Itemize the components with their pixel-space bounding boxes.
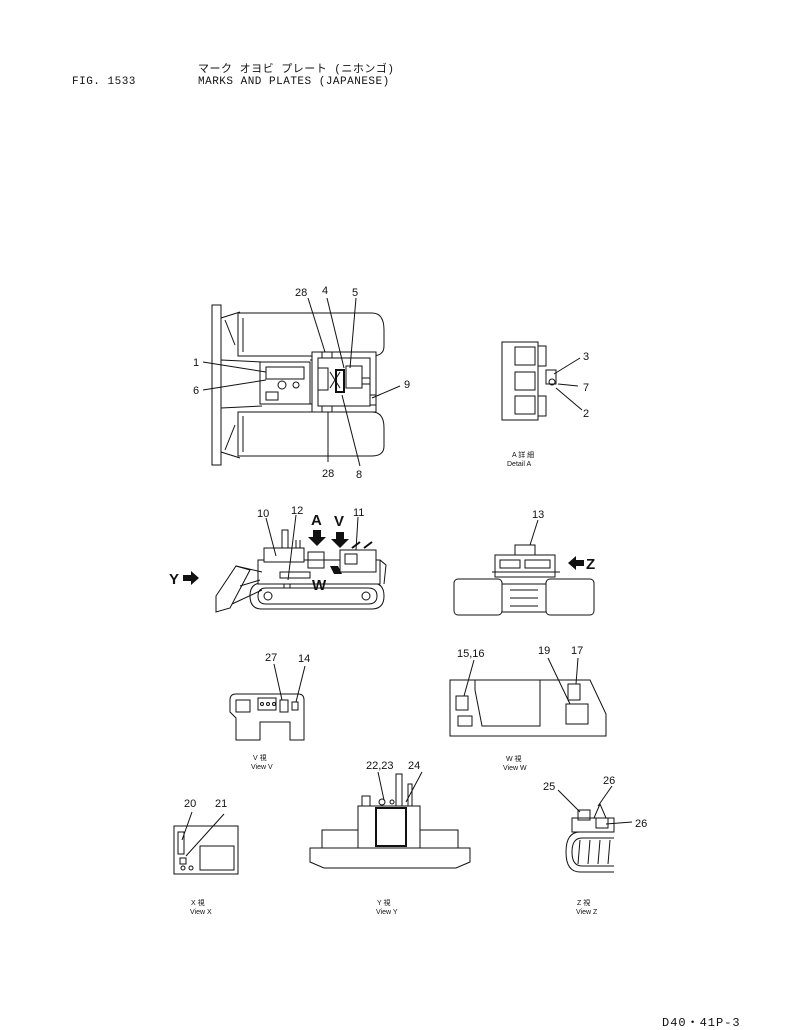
view-letter-a: A: [311, 512, 322, 529]
callout-20: 21: [215, 798, 227, 810]
side-view-leaders: [265, 514, 359, 581]
rear-view-drawing: [453, 519, 595, 616]
callout-13: 13: [532, 509, 544, 521]
view-arrows: [183, 530, 584, 585]
callout-4: 4: [322, 285, 328, 297]
callout-8: 8: [356, 469, 362, 481]
callout-19: 20: [184, 798, 196, 810]
detail-a-drawing: [501, 341, 583, 421]
callout-5: 5: [352, 287, 358, 299]
view-z-drawing: [557, 785, 633, 873]
view-v-arrow-icon: [331, 532, 349, 548]
side-view-drawing: [215, 529, 387, 613]
caption-view-y-en: View Y: [376, 909, 398, 916]
top-view-drawing: [211, 304, 385, 466]
callout-12: 12: [291, 505, 303, 517]
callout-18: 19: [538, 645, 550, 657]
view-w-arrow-icon: [330, 566, 342, 574]
view-x-drawing: [173, 811, 239, 875]
callout-14: 14: [298, 653, 310, 665]
view-z-arrow-icon: [568, 556, 584, 570]
view-a-arrow-icon: [308, 530, 326, 546]
view-y-arrow-icon: [183, 571, 199, 585]
callout-24: 26: [603, 775, 615, 787]
caption-view-w-jp: W 視: [506, 754, 522, 763]
caption-view-z-jp: Z 視: [577, 898, 590, 907]
view-letter-w: W: [312, 577, 327, 594]
caption-view-x-en: View X: [190, 909, 212, 916]
view-y-drawing: [309, 771, 471, 869]
caption-detail-a-jp: A 詳 細: [512, 450, 534, 459]
top-view-leaders: [202, 297, 401, 467]
caption-view-w-en: View W: [503, 765, 527, 772]
figure-number: FIG. 1533: [72, 76, 136, 88]
page-number: D40・41P-3: [662, 1016, 741, 1030]
caption-view-z-en: View Z: [576, 909, 598, 916]
caption-view-v-en: View V: [251, 764, 273, 771]
callout-25: 25: [543, 781, 555, 793]
callout-26: 26: [635, 818, 647, 830]
callout-9: 9: [404, 379, 410, 391]
callout-21: 22,23: [366, 760, 394, 772]
callout-2: 2: [583, 408, 589, 420]
callout-27: 27: [265, 652, 277, 664]
caption-view-v-jp: V 視: [253, 753, 267, 762]
callout-17: 17: [571, 645, 583, 657]
view-w-drawing: [449, 657, 607, 737]
callout-10: 10: [257, 508, 269, 520]
callout-28-bottom: 28: [322, 468, 334, 480]
view-letter-z: Z: [586, 556, 595, 573]
view-letter-v: V: [334, 513, 344, 530]
caption-view-y-jp: Y 視: [377, 898, 391, 907]
callout-7: 7: [583, 382, 589, 394]
callout-3: 3: [583, 351, 589, 363]
caption-view-x-jp: X 視: [191, 898, 205, 907]
title-japanese: マーク オヨビ プレート (ニホンゴ): [198, 64, 395, 76]
callout-15-16: 15,16: [457, 648, 485, 660]
title-english: MARKS AND PLATES (JAPANESE): [198, 76, 390, 88]
view-letter-y: Y: [169, 571, 179, 588]
callout-28-top: 28: [295, 287, 307, 299]
caption-detail-a-en: Detail A: [507, 461, 531, 468]
callout-1: 1: [193, 357, 199, 369]
callout-6: 6: [193, 385, 199, 397]
view-v-drawing: [229, 663, 306, 741]
callout-11: 11: [353, 507, 364, 519]
callout-22-23: 24: [408, 760, 420, 772]
